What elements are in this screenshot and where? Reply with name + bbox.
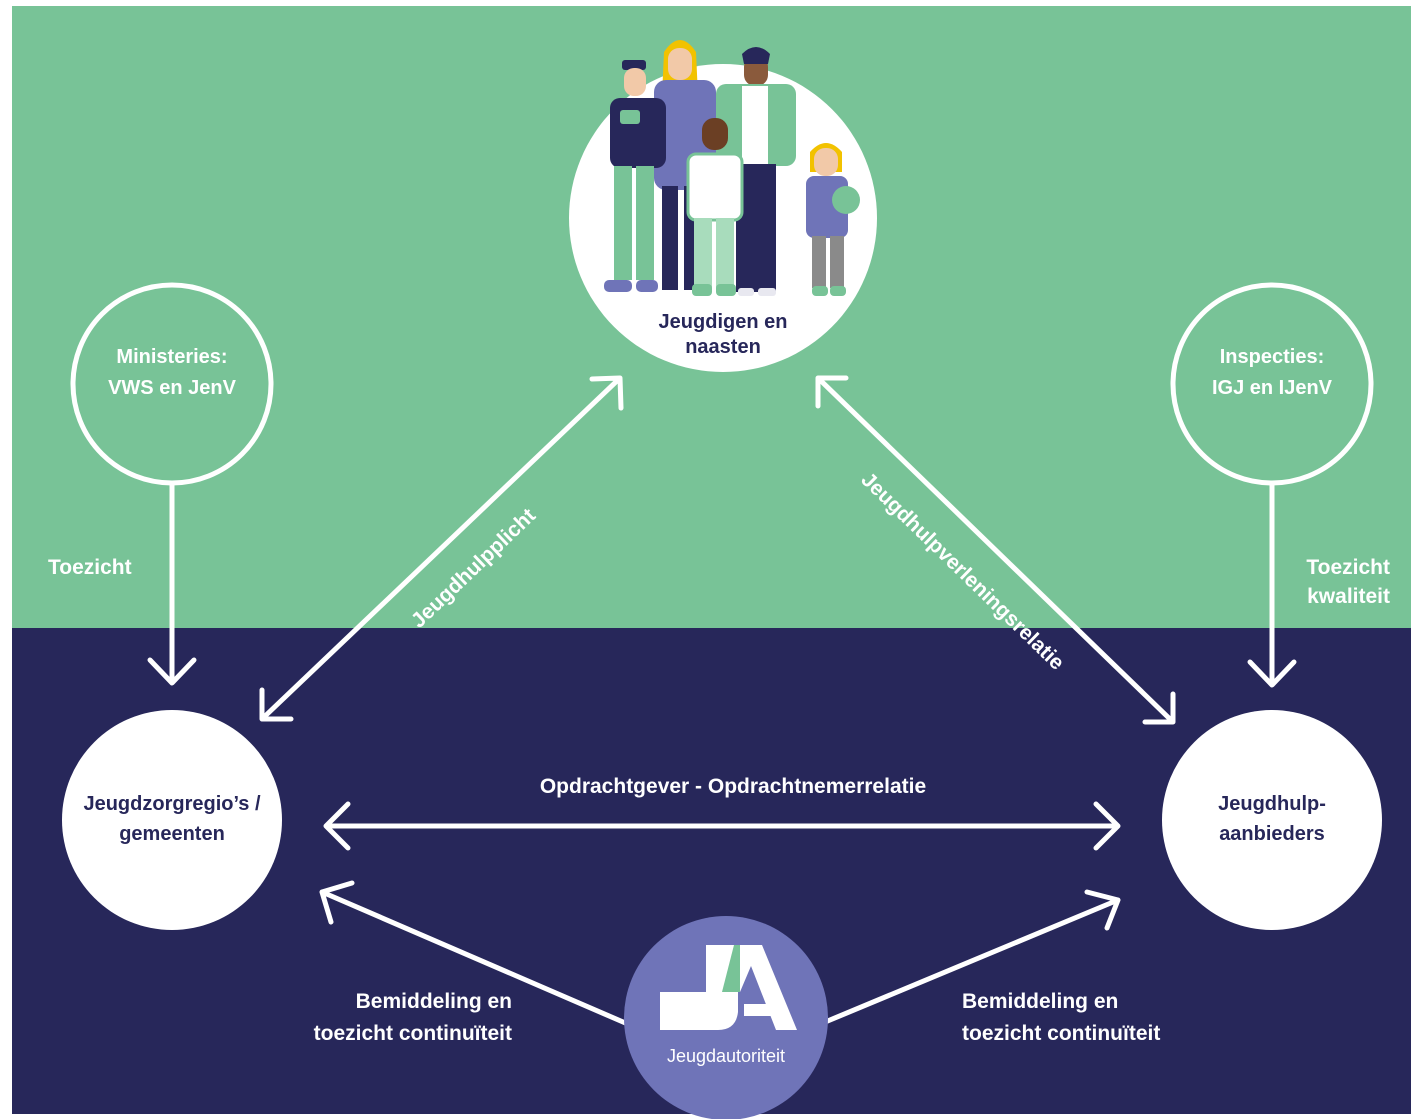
- regions-label-line1: Jeugdzorgregio’s /: [83, 793, 261, 815]
- family-illustration-icon: [604, 40, 860, 296]
- bemiddeling-right-label-line2: toezicht continuïteit: [962, 1022, 1160, 1045]
- authority-label: Jeugdautoriteit: [667, 1046, 785, 1066]
- toezicht-arrow-right: [1247, 481, 1297, 688]
- inspections-label-line2: IGJ en IJenV: [1212, 377, 1333, 399]
- jeugdhulpplicht-arrow: [259, 375, 624, 722]
- ministries-label-line1: Ministeries:: [116, 346, 227, 368]
- inspections-circle: [1170, 282, 1374, 486]
- arrows: [147, 375, 1297, 1028]
- opdracht-label: Opdrachtgever - Opdrachtnemerrelatie: [540, 775, 926, 798]
- inspections-label-line1: Inspecties:: [1220, 346, 1324, 368]
- ja-logo-icon: [660, 945, 797, 1030]
- providers-label-line2: aanbieders: [1219, 823, 1325, 845]
- verleningsrelatie-arrow: [815, 375, 1176, 725]
- providers-label-line1: Jeugdhulp-: [1218, 793, 1326, 815]
- ministries-circle: [70, 282, 274, 486]
- providers-circle: [1162, 710, 1382, 930]
- toezicht-left-label: Toezicht: [48, 556, 132, 579]
- youth-label-line1: Jeugdigen en: [659, 311, 788, 333]
- regions-circle: [62, 710, 282, 930]
- bemiddeling-arrow-right: [815, 889, 1121, 1028]
- toezicht-right-label-line2: kwaliteit: [1307, 585, 1390, 608]
- opdracht-arrow: [323, 801, 1121, 851]
- toezicht-right-label-line1: Toezicht: [1306, 556, 1390, 579]
- bemiddeling-left-label-line1: Bemiddeling en: [356, 990, 512, 1013]
- toezicht-arrow-left: [147, 481, 197, 686]
- regions-label-line2: gemeenten: [119, 823, 225, 845]
- bemiddeling-right-label-line1: Bemiddeling en: [962, 990, 1118, 1013]
- youth-label-line2: naasten: [685, 336, 761, 358]
- ministries-label-line2: VWS en JenV: [108, 377, 236, 399]
- bemiddeling-arrow-left: [319, 880, 633, 1028]
- bemiddeling-left-label-line2: toezicht continuïteit: [314, 1022, 512, 1045]
